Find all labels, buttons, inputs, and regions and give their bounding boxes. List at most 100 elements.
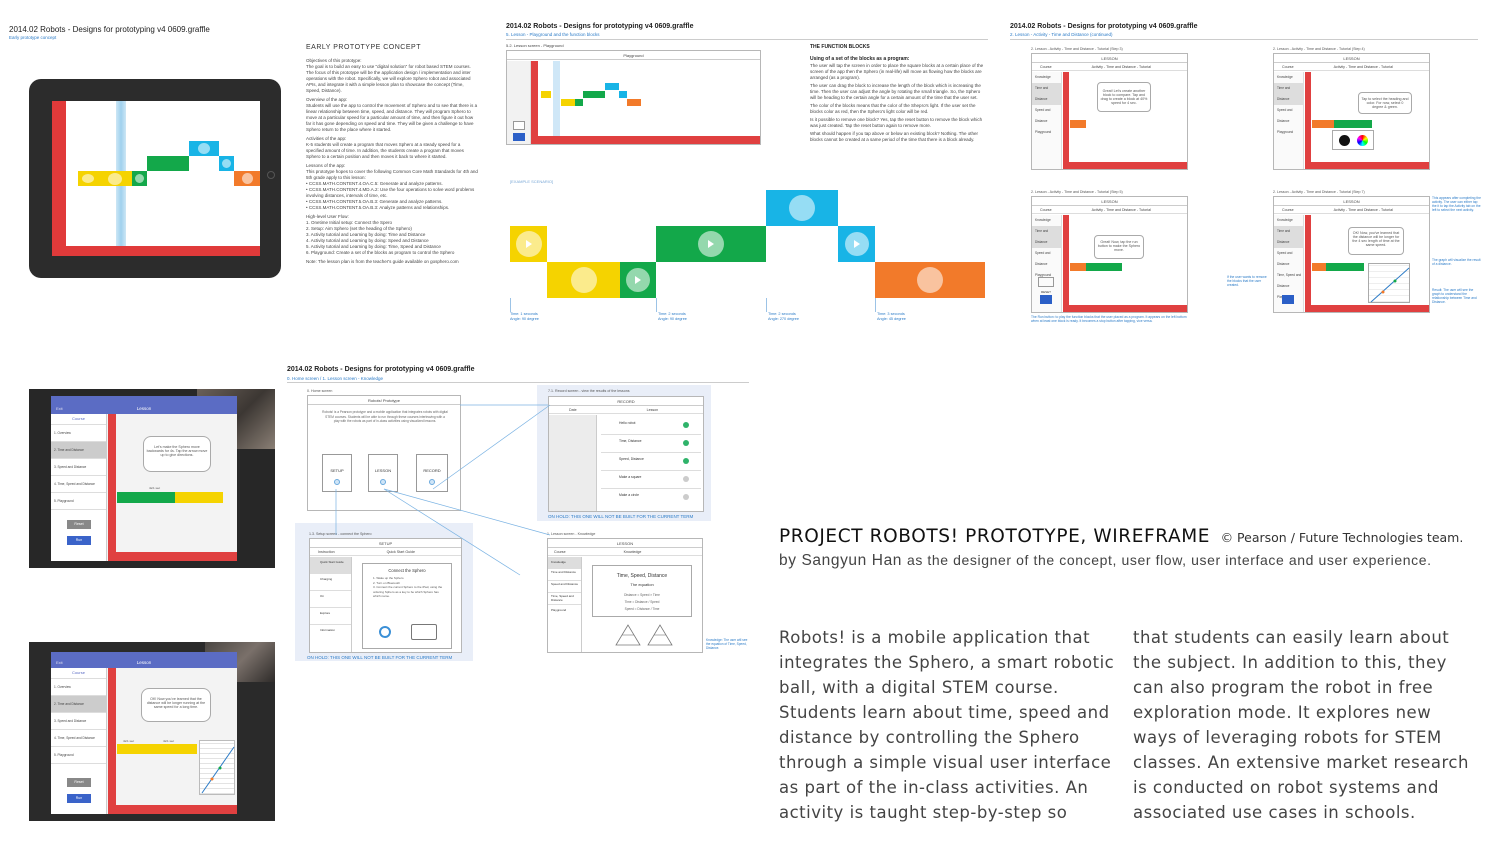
run-button[interactable]: Run [67, 794, 91, 803]
menu-item[interactable]: Playground [1277, 130, 1294, 134]
reset-button[interactable]: Reset [67, 520, 91, 529]
menu-item[interactable]: 4. Time, Speed and Distance [51, 730, 106, 747]
menu-item[interactable]: Knowledge [1035, 218, 1051, 222]
menu-item[interactable]: 3. Speed and Distance [51, 459, 106, 476]
reset-button[interactable]: RESET [1038, 277, 1054, 294]
menu-item[interactable]: Speed and Distance [1035, 108, 1051, 123]
ipad-photo-1: Exit Lesson Course 1. Overview 2. Time a… [29, 389, 275, 568]
menu-item[interactable]: 5. Playground [51, 747, 106, 764]
project-title-line: PROJECT ROBOTS! PROTOTYPE, WIREFRAME © P… [779, 526, 1463, 547]
equation-card: Time, Speed, Distance The equation Dista… [592, 565, 692, 617]
record-row[interactable]: Make a square [601, 471, 701, 489]
wf-run-icon[interactable] [513, 133, 525, 141]
block-green-long[interactable] [147, 156, 189, 171]
reset-button[interactable]: Reset [67, 778, 91, 787]
text-line: ball, with a digital STEM course. [779, 678, 1059, 697]
block-yellow[interactable] [117, 744, 157, 754]
back-button[interactable]: Exit [56, 406, 63, 411]
example-block-cyan-small[interactable] [838, 226, 875, 262]
screen-caption: 7.1. Record screen - view the results of… [548, 389, 630, 393]
record-row[interactable]: Time, Distance [601, 435, 701, 453]
menu-item[interactable]: Time and Distance [1274, 226, 1303, 248]
paragraph: 4. Activity tutorial and Learning by doi… [306, 238, 429, 243]
app-header: Exit Lesson [51, 652, 237, 668]
menu-item[interactable]: 1. Overview [51, 425, 106, 442]
menu-item[interactable]: Playground [1035, 273, 1052, 277]
instruction-row[interactable]: Charging [310, 574, 351, 591]
ipad-early-prototype [29, 79, 281, 278]
record-button[interactable]: RECORD [416, 454, 448, 492]
block-yellow[interactable] [175, 492, 223, 503]
menu-item[interactable]: Time and Distance [1032, 226, 1061, 248]
tutorial-bubble: OK! Now, you've learned that the distanc… [1348, 227, 1404, 255]
block-green[interactable] [132, 171, 147, 186]
instruction-row[interactable]: Information [320, 628, 336, 632]
run-button[interactable]: Run [67, 536, 91, 545]
block-yellow[interactable] [78, 171, 98, 186]
menu-item[interactable]: Time, Speed and Distance [1277, 273, 1302, 288]
menu-item[interactable]: Knowledge [1277, 75, 1293, 79]
wf-red-bottom [1305, 305, 1429, 312]
text-line: is conducted on robot systems and [1133, 778, 1440, 797]
example-block-green-long[interactable] [656, 226, 766, 262]
menu-item[interactable]: 2. Time and Distance [51, 696, 106, 713]
block-cyan-small[interactable] [219, 156, 234, 171]
heading-color-picker[interactable] [1332, 130, 1374, 150]
menu-item[interactable]: Knowledge [1277, 218, 1293, 222]
instruction-row[interactable]: Explore [310, 608, 351, 625]
home-button-icon [267, 171, 275, 179]
setup-button[interactable]: SETUP [322, 454, 352, 492]
course-label: Course [1282, 65, 1294, 69]
menu-item[interactable]: Time, Speed and Distance [548, 593, 581, 605]
record-row[interactable]: Hello robot [601, 417, 701, 435]
run-button[interactable] [1282, 295, 1294, 304]
paragraph: 6. Playground: Create a set of the block… [306, 250, 455, 255]
block-yellow-long[interactable] [98, 171, 132, 186]
example-block-green[interactable] [620, 262, 656, 298]
heading-dial-icon[interactable] [1339, 135, 1350, 146]
block-orange[interactable] [234, 171, 260, 186]
lesson-knowledge-note: Knowledge: The user will see the equatio… [706, 638, 748, 650]
color-wheel-icon[interactable] [1357, 135, 1368, 146]
menu-item[interactable]: Knowledge [1035, 75, 1051, 79]
menu-item[interactable]: 2. Time and Distance [51, 442, 106, 459]
block-green[interactable] [117, 492, 175, 503]
annotation-angle: Angle: 90 degree [510, 317, 539, 321]
example-block-cyan[interactable] [766, 190, 838, 226]
menu-item[interactable]: Time and Distance [548, 569, 581, 581]
paragraph: 2. Setup: Aim Sphero (set the heading of… [306, 226, 412, 231]
block-yellow[interactable] [157, 744, 197, 754]
ipad-photo-2: Exit Lesson Course 1. Overview 2. Time a… [29, 642, 275, 821]
record-row[interactable]: Make a circle [601, 489, 701, 507]
menu-item[interactable]: 4. Time, Speed and Distance [51, 476, 106, 493]
menu-item[interactable]: Speed and Distance [1277, 108, 1293, 123]
menu-item[interactable]: Speed and Distance [1277, 251, 1293, 266]
menu-item[interactable]: Time and Distance [1032, 83, 1061, 105]
wf-reset-icon[interactable] [513, 121, 525, 130]
example-block-yellow[interactable] [510, 226, 547, 262]
run-button[interactable] [1040, 295, 1052, 304]
menu-item[interactable]: 1. Overview [51, 679, 106, 696]
menu-item[interactable]: Speed and Distance [548, 581, 581, 593]
menu-item[interactable]: Speed and Distance [1035, 251, 1051, 266]
lesson-button[interactable]: LESSON [368, 454, 398, 492]
block-cyan[interactable] [189, 141, 219, 156]
menu-item[interactable]: Time and Distance [1274, 83, 1303, 105]
example-block-yellow-long[interactable] [547, 262, 620, 298]
menu-item[interactable]: Playground [551, 608, 567, 612]
screen-caption: 2. Lesson - Activity - Time and Distance… [1273, 47, 1365, 51]
menu-item[interactable]: 3. Speed and Distance [51, 713, 106, 730]
instruction-row[interactable]: On [310, 591, 351, 608]
back-button[interactable]: Exit [56, 660, 63, 665]
example-block-orange[interactable] [875, 262, 985, 298]
menu-item[interactable]: 5. Playground [51, 493, 106, 510]
menu-item[interactable]: Playground [1035, 130, 1052, 134]
record-row[interactable]: Speed, Distance [601, 453, 701, 471]
menu-item[interactable]: Knowledge [548, 557, 581, 569]
instruction-row[interactable]: Quick Start Guide [310, 557, 351, 574]
wf-red-axis [1063, 72, 1069, 162]
